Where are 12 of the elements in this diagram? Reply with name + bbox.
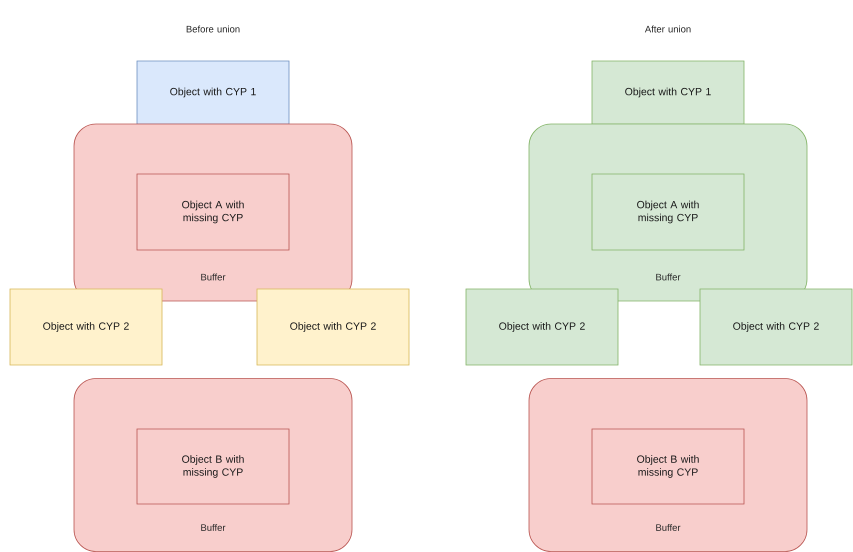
object-box: Object with CYP 2 bbox=[466, 288, 618, 366]
object-box: Object B with missing CYP bbox=[136, 428, 290, 504]
object-box: Object with CYP 1 bbox=[136, 60, 290, 124]
object-box: Object with CYP 2 bbox=[700, 288, 852, 366]
object-box: Object B with missing CYP bbox=[592, 428, 744, 504]
heading: Before union bbox=[186, 26, 240, 32]
object-box: Object with CYP 2 bbox=[10, 288, 162, 366]
object-box: Object A with missing CYP bbox=[592, 174, 744, 250]
heading: After union bbox=[644, 26, 691, 32]
object-box: Object with CYP 1 bbox=[592, 60, 744, 124]
object-box: Object A with missing CYP bbox=[136, 174, 290, 250]
object-box: Object with CYP 2 bbox=[256, 288, 410, 366]
